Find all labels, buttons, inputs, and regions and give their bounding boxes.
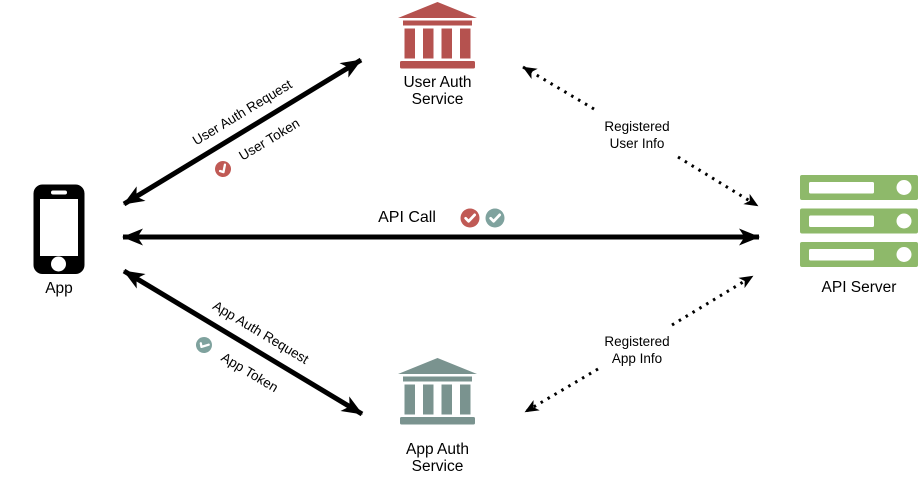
user-auth-arrow	[122, 57, 363, 207]
app-auth-service-node: App Auth Service	[398, 358, 477, 475]
smartphone-icon	[33, 184, 85, 274]
registered-app-arrow-lower	[524, 367, 599, 414]
server-led	[896, 213, 912, 229]
registered-user-info-line1: Registered	[604, 119, 669, 134]
user-token-label: User Token	[236, 115, 302, 163]
server-led	[896, 247, 912, 262]
user-auth-service-bank-icon	[398, 2, 477, 69]
api-server-node: API Server	[800, 175, 918, 296]
app-label: App	[45, 280, 73, 297]
registered-app-arrow-upper	[671, 274, 754, 327]
registered-user-arrow-upper	[522, 65, 595, 111]
api-call-user-checkmark-circle-icon	[460, 208, 480, 228]
app-auth-service-label-line1: App Auth	[406, 441, 469, 458]
user-auth-service-label-line2: Service	[412, 91, 464, 108]
server-slot	[809, 249, 874, 261]
registered-app-info-line1: Registered	[604, 334, 669, 349]
app-token-checkmark-circle-icon	[196, 337, 212, 353]
server-rack-icon	[800, 175, 918, 267]
user-auth-service-node: User Auth Service	[398, 2, 477, 108]
app-auth-arrow	[122, 268, 364, 417]
app-token-label: App Token	[219, 350, 281, 396]
app-auth-service-label-line2: Service	[412, 458, 464, 475]
api-call-label: API Call	[378, 209, 436, 226]
phone-screen	[40, 199, 78, 256]
user-token-checkmark-circle-icon	[215, 161, 231, 177]
app-node: App	[33, 184, 85, 297]
phone-speaker	[51, 190, 67, 195]
phone-home-button	[51, 256, 66, 272]
registered-user-arrow-lower	[677, 155, 759, 208]
api-server-label: API Server	[822, 279, 897, 296]
server-slot	[809, 182, 874, 194]
server-led	[896, 180, 912, 195]
user-auth-service-label-line1: User Auth	[403, 74, 471, 91]
api-call-app-checkmark-circle-icon	[485, 208, 505, 228]
registered-user-info-line2: User Info	[610, 136, 665, 151]
registered-app-info-line2: App Info	[612, 351, 662, 366]
server-slot	[809, 215, 874, 227]
app-auth-service-bank-icon	[398, 358, 477, 425]
